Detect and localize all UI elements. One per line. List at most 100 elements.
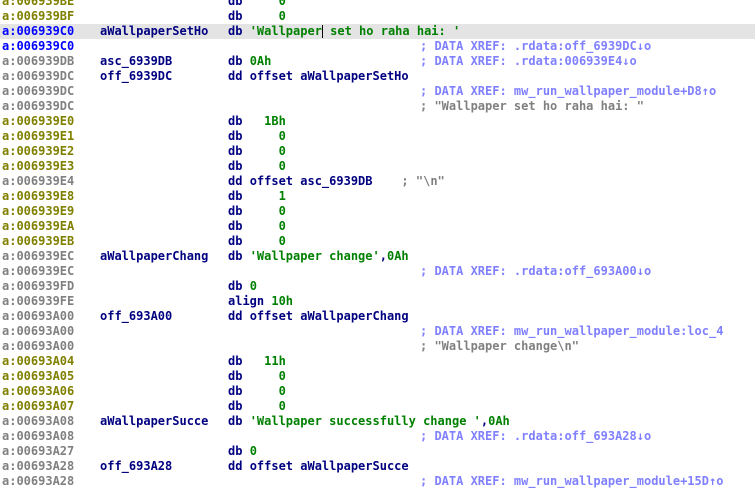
listing-line[interactable]: a:006939DC off_6939DC dd offset aWallpaper… [0,69,755,84]
listing-line[interactable]: a:00693A04 db 11h [0,354,755,369]
listing-line[interactable]: a:006939E3 db 0 [0,159,755,174]
line-address[interactable]: a:00693A28 [2,474,75,488]
listing-line[interactable]: a:00693A00 ; DATA XREF: mw_run_wallpaper_… [0,324,755,339]
line-label[interactable]: off_6939DC [100,69,173,83]
line-label[interactable]: asc_6939DB [100,54,173,68]
line-instruction[interactable]: db 11h [228,354,286,369]
line-instruction[interactable]: db 1 [228,189,286,204]
listing-line[interactable]: a:006939EB db 0 [0,234,755,249]
line-address[interactable]: a:006939E4 [2,174,75,188]
line-instruction[interactable]: dd offset aWallpaperSucce [228,459,409,474]
line-address[interactable]: a:00693A07 [2,399,75,413]
listing-line[interactable]: a:00693A05 db 0 [0,369,755,384]
line-address[interactable]: a:006939EA [2,219,75,233]
line-address[interactable]: a:00693A05 [2,369,75,383]
line-address[interactable]: a:006939E3 [2,159,75,173]
line-label[interactable]: off_693A00 [100,309,173,323]
line-address[interactable]: a:006939DB [2,54,75,68]
line-address[interactable]: a:006939E1 [2,129,75,143]
line-instruction[interactable]: db 0 [228,144,286,159]
listing-line[interactable]: a:006939EC ; DATA XREF: .rdata:off_693A00… [0,264,755,279]
line-instruction[interactable]: db 0 [228,279,257,294]
line-instruction[interactable]: dd offset aWallpaperSetHo [228,69,409,84]
line-label[interactable]: aWallpaperSetHo [100,24,209,38]
listing-line[interactable]: a:00693A08 ; DATA XREF: .rdata:off_693A28… [0,429,755,444]
line-instruction[interactable]: db 0 [228,384,286,399]
listing-line[interactable]: a:006939DC ; DATA XREF: mw_run_wallpaper_… [0,84,755,99]
listing-line[interactable]: a:00693A00 off_693A00 dd offset aWallpaper… [0,309,755,324]
line-address[interactable]: a:00693A28 [2,459,75,473]
line-address[interactable]: a:006939DC [2,69,75,83]
listing-line[interactable]: a:006939DC; "Wallpaper set ho raha hai: … [0,99,755,114]
line-instruction[interactable]: db 'Wallpaper change',0Ah [228,249,409,264]
listing-line[interactable]: a:00693A07 db 0 [0,399,755,414]
line-instruction[interactable]: db 0 [228,204,286,219]
xref-comment[interactable]: ; DATA XREF: .rdata:off_693A00↓o [420,264,652,278]
xref-comment[interactable]: ; DATA XREF: mw_run_wallpaper_module+D8↑… [420,84,717,98]
listing-line[interactable]: a:00693A08 aWallpaperSucce db 'Wallpaper s… [0,414,755,429]
line-address[interactable]: a:006939EC [2,264,75,278]
line-address[interactable]: a:006939EB [2,234,75,248]
xref-comment[interactable]: ; DATA XREF: .rdata:off_6939DC↓o [420,39,652,53]
line-address[interactable]: a:006939E8 [2,189,75,203]
listing-line[interactable]: a:006939FE align 10h [0,294,755,309]
listing-line[interactable]: a:00693A00; "Wallpaper change\n" [0,339,755,354]
line-instruction[interactable]: dd offset aWallpaperChang [228,309,409,324]
line-address[interactable]: a:00693A00 [2,324,75,338]
line-address[interactable]: a:006939E2 [2,144,75,158]
line-address[interactable]: a:00693A06 [2,384,75,398]
line-address[interactable]: a:006939BE [2,0,75,8]
line-instruction[interactable]: db 0 [228,129,286,144]
line-address[interactable]: a:00693A04 [2,354,75,368]
listing-line[interactable]: a:00693A27 db 0 [0,444,755,459]
line-instruction[interactable]: db 1Bh [228,114,286,129]
xref-comment[interactable]: ; DATA XREF: .rdata:off_693A28↓o [420,429,652,443]
line-instruction[interactable]: db 'Wallpaper successfully change ',0Ah [228,414,510,429]
line-label[interactable]: aWallpaperSucce [100,414,209,428]
line-instruction[interactable]: db 0 [228,159,286,174]
line-address[interactable]: a:006939BF [2,9,75,23]
listing-line[interactable]: a:00693A06 db 0 [0,384,755,399]
listing-line[interactable]: a:006939E8 db 1 [0,189,755,204]
listing-line[interactable]: a:00693A28 off_693A28 dd offset aWallpaper… [0,459,755,474]
listing-line[interactable]: a:006939E9 db 0 [0,204,755,219]
line-instruction[interactable]: db 0 [228,234,286,249]
xref-comment[interactable]: ; DATA XREF: mw_run_wallpaper_module:loc… [420,324,724,338]
line-address[interactable]: a:006939C0 [2,24,75,38]
line-instruction[interactable]: dd offset asc_6939DB ; "\n" [228,174,445,189]
line-address[interactable]: a:00693A27 [2,444,75,458]
line-instruction[interactable]: db 0 [228,444,257,459]
line-instruction[interactable]: db 0Ah [228,54,271,69]
listing-line[interactable]: a:006939EA db 0 [0,219,755,234]
listing-line[interactable]: a:006939E1 db 0 [0,129,755,144]
line-instruction[interactable]: db 0 [228,369,286,384]
line-address[interactable]: a:006939E0 [2,114,75,128]
listing-line[interactable]: a:00693A28 ; DATA XREF: mw_run_wallpaper_… [0,474,755,489]
line-label[interactable]: off_693A28 [100,459,173,473]
listing-line[interactable]: a:006939BF db 0 [0,9,755,24]
line-instruction[interactable]: db 0 [228,399,286,414]
line-address[interactable]: a:006939FE [2,294,75,308]
line-instruction[interactable]: db 0 [228,9,286,24]
line-instruction[interactable]: db 0 [228,219,286,234]
line-address[interactable]: a:006939DC [2,84,75,98]
line-address[interactable]: a:00693A00 [2,309,75,323]
listing-line[interactable]: a:006939E0 db 1Bh [0,114,755,129]
line-address[interactable]: a:006939EC [2,249,75,263]
line-address[interactable]: a:00693A08 [2,429,75,443]
line-address[interactable]: a:006939C0 [2,39,75,53]
listing-line[interactable]: a:006939E2 db 0 [0,144,755,159]
line-address[interactable]: a:00693A00 [2,339,75,353]
line-address[interactable]: a:006939E9 [2,204,75,218]
line-instruction[interactable]: db 'Wallpaper set ho raha hai: ' [228,24,460,39]
line-instruction[interactable]: align 10h [228,294,293,309]
listing-line[interactable]: a:006939C0 ; DATA XREF: .rdata:off_6939DC… [0,39,755,54]
line-address[interactable]: a:00693A08 [2,414,75,428]
xref-comment[interactable]: ; DATA XREF: mw_run_wallpaper_module+15D… [420,474,724,488]
line-address[interactable]: a:006939DC [2,99,75,113]
listing-line[interactable]: a:006939E4 dd offset asc_6939DB ; "\n" [0,174,755,189]
